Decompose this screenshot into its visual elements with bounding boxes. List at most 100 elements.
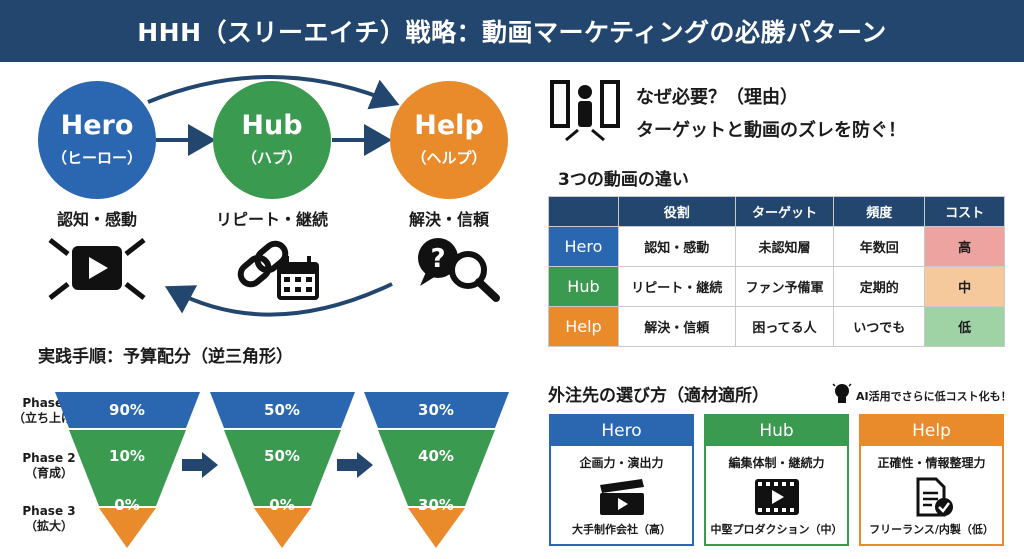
person-doors-icon: [550, 80, 620, 142]
target-cell: ファン予備軍: [734, 266, 835, 307]
phase-2-name: Phase 2: [22, 451, 76, 465]
role-cell: リピート・継続: [617, 266, 736, 307]
freq-cell: 年数回: [833, 226, 926, 267]
clapperboard-icon: [599, 479, 644, 515]
funnel-2-hub-pct: 50%: [264, 447, 300, 465]
vendor-icon-wrap: [551, 477, 692, 517]
vendor-skill: 編集体制・継続力: [728, 456, 825, 470]
vendor-icon-wrap: [706, 477, 847, 517]
role-cell: 解決・信頼: [617, 306, 736, 347]
phase-3-name: Phase 3: [22, 504, 76, 518]
funnel-1-hero-band: [55, 392, 200, 428]
funnel-2-hub-band: [224, 430, 341, 506]
table-header-cell: [548, 196, 619, 227]
funnel-2-hero-pct: 50%: [264, 401, 300, 419]
funnel-2-hero-band: [210, 392, 355, 428]
help-name: Help: [414, 110, 484, 142]
funnel-1-help-band: [99, 508, 156, 548]
help-circle: Help （ヘルプ）: [390, 81, 508, 199]
funnel-1-hero-pct: 90%: [109, 401, 145, 419]
arrow-right-icon: [182, 452, 218, 478]
funnel-phase-1: [55, 392, 200, 548]
row-name-cell: Hero: [548, 226, 619, 267]
table-row: Hero 認知・感動 未認知層 年数回 高: [548, 226, 1005, 267]
funnel-3-help-pct: 30%: [418, 496, 454, 514]
hub-circle: Hub （ハブ）: [213, 81, 331, 199]
vendor-card-hub: Hub 編集体制・継続力 中堅プロダクション（中）: [704, 414, 849, 546]
vendor-card-header: Help: [861, 416, 1002, 446]
target-cell: 未認知層: [734, 226, 835, 267]
page-title: HHH（スリーエイチ）戦略：動画マーケティングの必勝パターン: [137, 18, 887, 47]
arrow-right-icon: [337, 452, 373, 478]
table-header-cell: 役割: [617, 196, 736, 227]
vendor-skill: 正確性・情報整理力: [877, 456, 986, 470]
funnel-2-help-pct: 0%: [269, 496, 295, 514]
film-strip-play-icon: [754, 479, 799, 515]
hero-kana: （ヒーロー）: [51, 148, 142, 167]
funnel-1-hub-pct: 10%: [109, 447, 145, 465]
vendor-card-header: Hub: [706, 416, 847, 446]
table-header-cell: 頻度: [833, 196, 926, 227]
funnel-3-help-band: [408, 508, 465, 548]
phase-3-sub: （拡大）: [24, 519, 73, 533]
role-cell: 認知・感動: [617, 226, 736, 267]
hub-label: リピート・継続: [215, 210, 328, 229]
video-play-icon: [48, 238, 146, 300]
hero-circle: Hero （ヒーロー）: [38, 81, 156, 199]
arrow-hero-to-help: [147, 75, 400, 110]
title-bar: HHH（スリーエイチ）戦略：動画マーケティングの必勝パターン: [0, 0, 1024, 62]
help-label: 解決・信頼: [408, 210, 489, 229]
hub-name: Hub: [241, 110, 303, 142]
cost-cell: 高: [924, 226, 1005, 267]
budget-heading: 実践手順：予算配分（逆三角形）: [38, 347, 293, 367]
why-line-1: なぜ必要？（理由）: [636, 87, 798, 108]
cost-cell: 低: [924, 306, 1005, 347]
phase-3-label: Phase 3 （拡大）: [4, 504, 94, 534]
target-cell: 困ってる人: [734, 306, 835, 347]
table-header-row: 役割 ターゲット 頻度 コスト: [548, 196, 1005, 227]
funnel-3-hub-band: [378, 430, 495, 506]
cost-cell: 中: [924, 266, 1005, 307]
lightbulb-icon: [832, 383, 852, 403]
table-row: Help 解決・信頼 困ってる人 いつでも 低: [548, 306, 1005, 347]
row-name-cell: Hub: [548, 266, 619, 307]
funnel-3-hero-pct: 30%: [418, 401, 454, 419]
why-line-2: ターゲットと動画のズレを防ぐ！: [636, 120, 906, 141]
hub-kana: （ハブ）: [241, 148, 302, 167]
question-magnifier-icon: ?: [418, 238, 500, 302]
document-check-icon: [916, 477, 953, 517]
phase-2-sub: （育成）: [24, 466, 73, 480]
funnel-2-help-band: [254, 508, 311, 548]
vendor-card-help: Help 正確性・情報整理力 フリーランス/内製（低）: [859, 414, 1004, 546]
vendor-card-hero: Hero 企画力・演出力 大手制作会社（高）: [549, 414, 694, 546]
freq-cell: 定期的: [833, 266, 926, 307]
vendors-heading: 外注先の選び方（適材適所）: [548, 386, 769, 406]
freq-cell: いつでも: [833, 306, 926, 347]
vendor-type: 中堅プロダクション（中）: [710, 523, 843, 536]
funnel-3-hero-band: [364, 392, 509, 428]
vendor-type: フリーランス/内製（低）: [869, 523, 994, 536]
table-row: Hub リピート・継続 ファン予備軍 定期的 中: [548, 266, 1005, 307]
comparison-table: 役割 ターゲット 頻度 コスト Hero 認知・感動 未認知層 年数回 高 Hu…: [548, 196, 1005, 347]
vendors-tip: AI活用でさらに低コスト化も！: [856, 390, 1012, 403]
vendor-skill: 企画力・演出力: [579, 456, 664, 470]
help-kana: （ヘルプ）: [411, 148, 487, 167]
svg-text:?: ?: [430, 244, 445, 274]
comparison-heading: 3つの動画の違い: [558, 170, 689, 190]
row-name-cell: Help: [548, 306, 619, 347]
arrow-help-to-hero: [164, 282, 393, 317]
table-header-cell: ターゲット: [734, 196, 835, 227]
chain-calendar-icon: [237, 240, 319, 300]
table-header-cell: コスト: [924, 196, 1005, 227]
cycle-arrows: [147, 75, 400, 317]
phase-2-label: Phase 2 （育成）: [4, 451, 94, 481]
funnel-phase-2: [210, 392, 355, 548]
funnel-3-hub-pct: 40%: [418, 447, 454, 465]
hero-name: Hero: [60, 110, 134, 142]
funnel-1-hub-band: [69, 430, 186, 506]
vendor-card-header: Hero: [551, 416, 692, 446]
funnel-1-help-pct: 0%: [114, 496, 140, 514]
vendor-icon-wrap: [861, 477, 1002, 517]
hero-label: 認知・感動: [56, 210, 137, 229]
funnel-phase-3: [364, 392, 509, 548]
